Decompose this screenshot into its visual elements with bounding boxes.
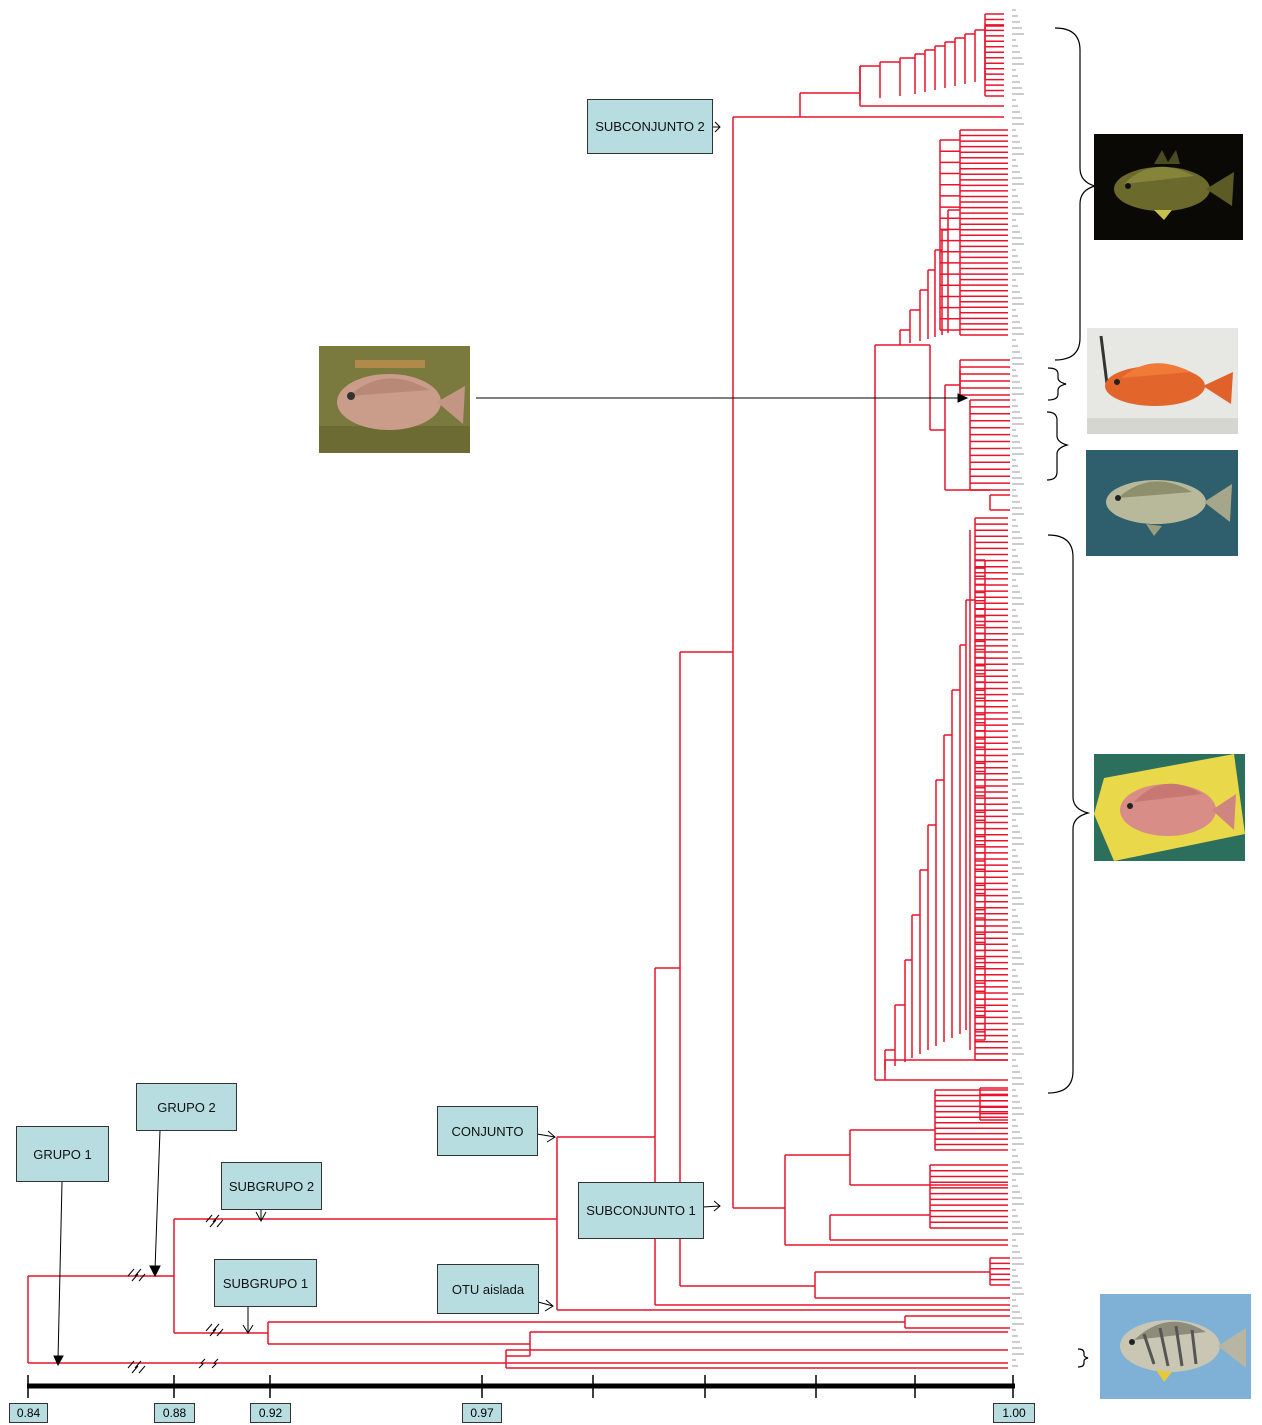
branch-upper-cascade: [915, 54, 925, 94]
branch-sc1-d: [815, 1272, 1010, 1298]
brace-small-2: [1047, 412, 1067, 480]
fish-photo-blue-background: [1086, 450, 1238, 556]
subconjunto1-label: SUBCONJUNTO 1: [578, 1182, 704, 1239]
branch-upper-cascade: [925, 50, 935, 92]
fish-photo-orange-snapper: [1087, 328, 1238, 434]
branch-clade-blue: [970, 400, 1010, 490]
grupo2-arrowhead: [150, 1266, 160, 1276]
branch-upper-cascade: [955, 38, 965, 86]
branch-upper-cascade: [880, 62, 900, 98]
subgrupo2-label: SUBGRUPO 2: [221, 1162, 322, 1210]
pointer-arrows: [54, 122, 967, 1365]
brace-small-1: [1048, 368, 1066, 400]
branch-lower-cascade: [905, 960, 912, 1062]
subconjunto1-arrow: [703, 1206, 720, 1207]
branch-lower-cascade: [895, 1005, 905, 1066]
branch-lower-cascade: [944, 735, 952, 1042]
grupo2-label: GRUPO 2: [136, 1083, 237, 1131]
grupo1-label: GRUPO 1: [16, 1126, 109, 1182]
branch-lower-cascade: [928, 825, 936, 1050]
branch-lower-cascade: [920, 870, 928, 1054]
branch-subgrupo1-fan: [268, 1322, 905, 1344]
fish-photo-dark-background: [1094, 134, 1243, 240]
branch-block-cascade: [948, 210, 960, 333]
fish-photo-grunt: [1100, 1294, 1251, 1399]
axis-tick-label-097: 0.97: [462, 1403, 502, 1423]
branch-lower-cascade: [960, 645, 966, 1034]
branch-small-clades: [930, 345, 960, 490]
branch-upper-cascade: [975, 30, 985, 82]
conjunto-label: CONJUNTO: [437, 1106, 538, 1156]
branch-block-leaves: [960, 130, 1008, 335]
subgrupo1-label: SUBGRUPO 1: [214, 1259, 317, 1307]
branch-lower-leaves: [975, 518, 1008, 1060]
branch-lower-cascade: [936, 780, 944, 1046]
brace-top: [1055, 28, 1095, 360]
braces: [1047, 28, 1095, 1367]
branch-block-cascade: [920, 290, 928, 341]
branch-upper-cascade: [935, 46, 945, 90]
branch-sc1-leaves-c: [990, 1258, 1010, 1285]
branch-sc1-leaves-b: [930, 1165, 1008, 1228]
branch-upper-cascade: [945, 42, 955, 88]
otu-aislada-label: OTU aislada: [437, 1264, 539, 1314]
branch-block-sub: [940, 140, 960, 330]
brace-bottom: [1078, 1349, 1088, 1367]
branch-block-cascade: [900, 330, 910, 345]
branch-sc2-b: [860, 66, 1004, 106]
branch-sc2-a: [800, 93, 1004, 117]
branch-clade-extra: [945, 370, 1010, 510]
grupo2-arrow: [155, 1130, 160, 1270]
branch-upper-cascade: [860, 66, 880, 100]
grupo1-arrow: [58, 1182, 62, 1360]
axis-tick-label-092: 0.92: [250, 1403, 291, 1423]
axis-tick-label-084: 0.84: [9, 1403, 48, 1423]
branch-clade-orange: [960, 360, 1010, 395]
axis: [27, 1375, 1015, 1398]
dendrogram-branches: [28, 14, 1010, 1368]
branch-sc1-leaves-a2: [980, 1088, 1008, 1120]
branch-lower-cascade: [952, 690, 960, 1038]
branch-subgrupo1-tip: [905, 1316, 1010, 1328]
subconjunto2-label: SUBCONJUNTO 2: [587, 99, 713, 154]
branch-lower-cascade: [912, 915, 920, 1058]
branch-upper-cascade: [965, 34, 975, 84]
axis-tick-label-100: 1.00: [993, 1403, 1035, 1423]
branch-block-cascade: [928, 270, 935, 339]
branch-upper-cascade: [900, 58, 915, 96]
fish-photo-grass: [319, 346, 470, 453]
branch-block-cascade: [910, 310, 920, 343]
brace-large: [1048, 535, 1088, 1093]
axis-breaks: [128, 1215, 223, 1373]
dendrogram-leaves: [1012, 10, 1024, 1366]
fish-photo-yellow-board: [1094, 754, 1245, 861]
axis-tick-label-088: 0.88: [154, 1403, 195, 1423]
